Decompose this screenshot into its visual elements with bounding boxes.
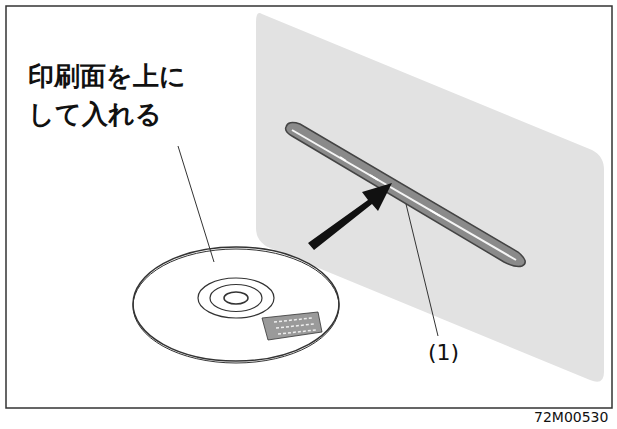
figure-code: 72M00530 — [534, 408, 614, 426]
instruction-note: 印刷面を上に して入れる — [28, 58, 198, 133]
callout-number: (1) — [428, 340, 488, 366]
cd-disc — [133, 247, 339, 363]
device-panel — [256, 13, 604, 382]
leader-line — [178, 146, 214, 262]
insert-arrow — [308, 183, 392, 250]
frame — [6, 6, 612, 408]
disc-slot — [286, 123, 526, 267]
leader-line — [406, 204, 438, 336]
